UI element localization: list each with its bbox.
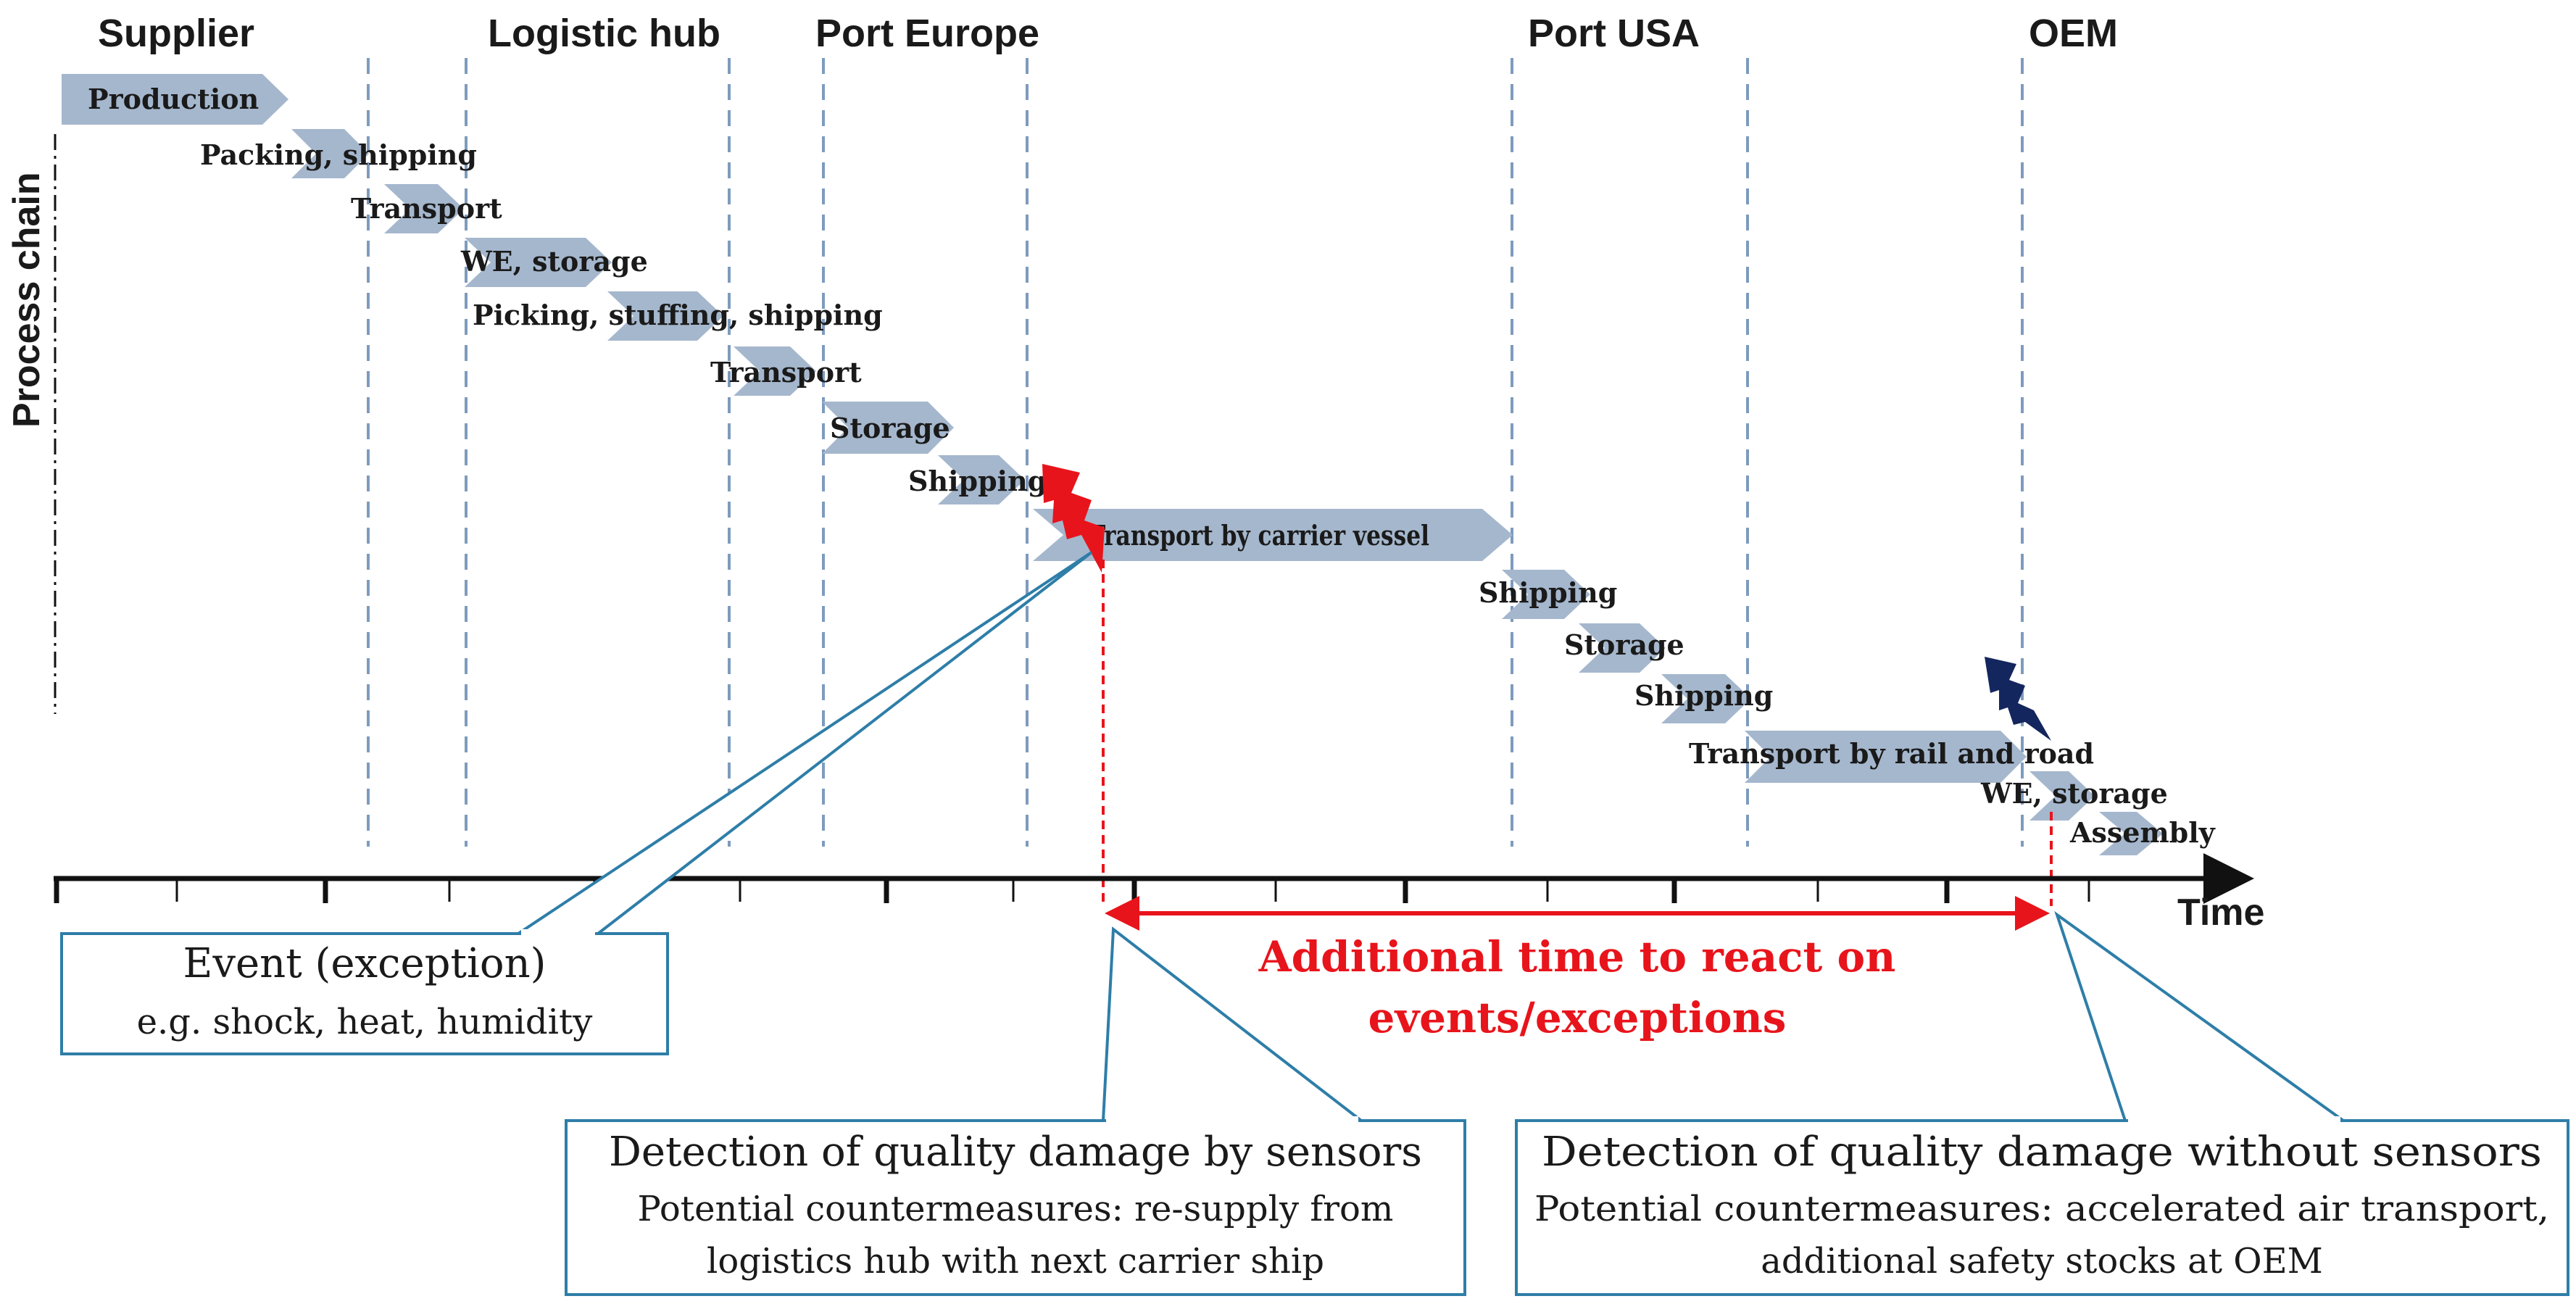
step-picking-chevron xyxy=(607,291,723,341)
step-shipping-2-chevron xyxy=(1502,570,1590,619)
phase-title-logistic-hub: Logistic hub xyxy=(488,12,720,55)
no-sensor-callout-pointer xyxy=(2054,910,2345,1122)
sensor-callout-sub-2: logistics hub with next carrier ship xyxy=(707,1241,1324,1282)
step-label-storage-1: Storage xyxy=(830,412,950,444)
time-axis-label: Time xyxy=(2177,892,2264,934)
event-callout-gap-cover xyxy=(521,929,595,936)
phase-dividers xyxy=(367,58,2024,847)
sensor-callout-title: Detection of quality damage by sensors xyxy=(609,1129,1422,1176)
step-shipping-3-chevron xyxy=(1661,674,1751,723)
step-label-rail-road: Transport by rail and road xyxy=(1689,737,2094,770)
step-label-storage-2: Storage xyxy=(1564,628,1684,661)
process-chain-label: Process chain xyxy=(6,172,48,428)
step-production-chevron xyxy=(62,74,288,125)
no-sensor-callout-gap-cover xyxy=(2128,1116,2340,1123)
step-rail-road-chevron xyxy=(1745,731,2027,783)
step-transport-2-chevron xyxy=(734,346,816,396)
sensor-callout-pointer xyxy=(1102,926,1363,1122)
step-we-storage-chevron xyxy=(465,238,612,287)
process-steps xyxy=(62,74,2163,855)
step-we-storage-2-chevron xyxy=(2029,771,2095,821)
no-sensor-callout-box xyxy=(1515,1119,2569,1296)
no-sensor-callout-sub-1: Potential countermeasures: accelerated a… xyxy=(1534,1189,2549,1229)
red-lightning-icon xyxy=(1042,464,1105,573)
step-label-we-storage-1: WE, storage xyxy=(460,245,648,278)
event-callout-subtitle: e.g. shock, heat, humidity xyxy=(137,1002,593,1042)
step-label-shipping-2: Shipping xyxy=(1479,576,1617,609)
step-shipping-1-chevron xyxy=(938,455,1025,504)
phase-title-oem: OEM xyxy=(2029,12,2118,55)
step-label-production: Production xyxy=(88,83,259,115)
step-label-picking: Picking, stuffing, shipping xyxy=(473,299,883,331)
no-sensor-callout-title: Detection of quality damage without sens… xyxy=(1542,1129,2542,1176)
phase-title-port-europe: Port Europe xyxy=(815,12,1039,55)
event-callout-title: Event (exception) xyxy=(183,940,547,987)
step-label-we-storage-2: WE, storage xyxy=(1980,777,2168,810)
event-callout-pointer xyxy=(517,551,1093,935)
sensor-callout-box xyxy=(565,1119,1466,1296)
sensor-callout-gap-cover xyxy=(1106,1116,1358,1123)
step-label-assembly: Assembly xyxy=(2069,816,2216,849)
step-label-shipping-1: Shipping xyxy=(908,465,1047,497)
step-storage-1-chevron xyxy=(822,402,954,454)
time-axis-ticks xyxy=(54,879,2090,903)
step-label-transport-1: Transport xyxy=(351,192,502,225)
reaction-time-line-1: Additional time to react on xyxy=(1258,932,1896,981)
step-assembly-chevron xyxy=(2099,812,2163,855)
event-callout-box xyxy=(60,932,669,1055)
step-label-carrier-vessel: Transport by carrier vessel xyxy=(1089,519,1429,552)
phase-title-port-usa: Port USA xyxy=(1528,12,1700,55)
sensor-callout-sub-1: Potential countermeasures: re-supply fro… xyxy=(638,1189,1394,1229)
step-transport-1-chevron xyxy=(384,184,464,233)
navy-lightning-icon xyxy=(1985,657,2051,741)
no-sensor-callout-sub-2: additional safety stocks at OEM xyxy=(1761,1241,2323,1282)
step-label-transport-2: Transport xyxy=(710,356,862,389)
step-label-shipping-3: Shipping xyxy=(1634,679,1773,712)
phase-title-supplier: Supplier xyxy=(98,12,254,55)
step-label-packing-shipping: Packing, shipping xyxy=(200,138,477,171)
reaction-time-line-2: events/exceptions xyxy=(1368,993,1787,1042)
step-storage-2-chevron xyxy=(1579,623,1666,673)
step-carrier-vessel-chevron xyxy=(1033,509,1513,561)
step-packing-chevron xyxy=(291,129,369,178)
